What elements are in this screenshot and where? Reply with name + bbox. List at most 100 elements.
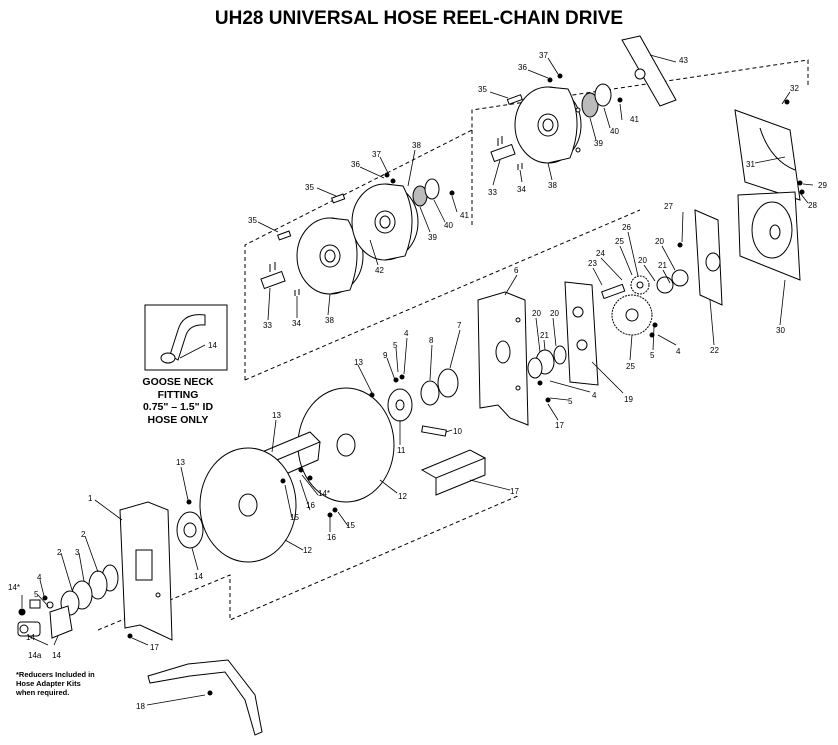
callout: 14*	[318, 489, 330, 498]
callout: 7	[457, 321, 462, 330]
callout: 10	[453, 427, 462, 436]
callout: 2	[57, 548, 62, 557]
callout: 13	[272, 411, 281, 420]
upper-right-drum-group	[490, 83, 612, 170]
callout: 43	[679, 56, 688, 65]
callout: 11	[397, 446, 406, 455]
callout: 4	[592, 391, 597, 400]
callout: 17	[555, 421, 564, 430]
part-hub-flange	[176, 511, 204, 549]
callout: 14a	[28, 651, 42, 660]
callout: 5	[34, 590, 39, 599]
part-motor-plate	[564, 281, 599, 386]
callout-labels: 43 37 36 35 41 40 39 33 34 38 32 31 29 2…	[8, 51, 827, 711]
callout: 22	[710, 346, 719, 355]
callout: 35	[478, 85, 487, 94]
callout: 14	[194, 572, 203, 581]
callout: 36	[351, 160, 360, 169]
part-crank-arm	[147, 659, 263, 736]
callout: 26	[622, 223, 631, 232]
gooseneck-line: GOOSE NECK	[142, 376, 214, 388]
gooseneck-caption: GOOSE NECK FITTING 0.75" – 1.5" ID HOSE …	[118, 376, 238, 426]
callout: 14	[26, 633, 35, 642]
callout: 12	[303, 546, 312, 555]
part-frame-left	[119, 501, 173, 641]
footnote-line: Hose Adapter Kits	[16, 679, 81, 688]
callout: 18	[136, 702, 145, 711]
callout: 42	[375, 266, 384, 275]
part-bearing-stack	[387, 345, 567, 437]
callout: 32	[790, 84, 799, 93]
callout: 39	[594, 139, 603, 148]
callout: 19	[624, 395, 633, 404]
callout: 33	[488, 188, 497, 197]
callout: 16	[327, 533, 336, 542]
callout: 34	[292, 319, 301, 328]
gooseneck-line: 0.75" – 1.5" ID	[142, 401, 214, 413]
callout: 4	[676, 347, 681, 356]
part-reel-disc-right	[297, 387, 395, 503]
part-frame-right	[477, 291, 529, 426]
gooseneck-line: HOSE ONLY	[147, 413, 209, 426]
callout: 21	[540, 331, 549, 340]
footnote-line: *Reducers Included in	[16, 670, 95, 679]
callout: 40	[444, 221, 453, 230]
callout: 38	[548, 181, 557, 190]
gooseneck-line: FITTING	[157, 388, 199, 401]
leader-lines	[21, 54, 814, 706]
callout: 14	[52, 651, 61, 660]
footnote-line: when required.	[16, 688, 70, 697]
callout: 2	[81, 530, 86, 539]
callout: 35	[248, 216, 257, 225]
callout: 17	[150, 643, 159, 652]
callout: 24	[596, 249, 605, 258]
callout: 40	[610, 127, 619, 136]
part-rails	[420, 449, 487, 496]
callout: 5	[393, 341, 398, 350]
part-sprockets	[600, 269, 689, 336]
callout: 20	[655, 237, 664, 246]
callout: 34	[517, 185, 526, 194]
callout: 39	[428, 233, 437, 242]
callout: 25	[626, 362, 635, 371]
callout: 1	[88, 494, 93, 503]
callout: 38	[325, 316, 334, 325]
callout: 14*	[8, 583, 20, 592]
callout: 17	[510, 487, 519, 496]
callout: 23	[588, 259, 597, 268]
part-bearing-plate	[694, 209, 723, 306]
reducer-footnote: *Reducers Included in Hose Adapter Kits …	[16, 670, 126, 697]
callout: 37	[539, 51, 548, 60]
callout: 14	[208, 341, 217, 350]
callout: 12	[398, 492, 407, 501]
callout: 15	[346, 521, 355, 530]
callout: 20	[638, 256, 647, 265]
part-crank-handle	[621, 35, 677, 107]
small-fasteners	[18, 73, 805, 696]
gooseneck-inset	[144, 304, 228, 371]
callout: 13	[176, 458, 185, 467]
part-chain-guard-cover	[734, 109, 801, 281]
diagram-title: UH28 UNIVERSAL HOSE REEL-CHAIN DRIVE	[214, 8, 624, 29]
callout: 8	[429, 336, 434, 345]
callout: 15	[290, 513, 299, 522]
callout: 5	[568, 397, 573, 406]
callout: 20	[550, 309, 559, 318]
callout: 25	[615, 237, 624, 246]
callout: 20	[532, 309, 541, 318]
callout: 36	[518, 63, 527, 72]
callout: 13	[354, 358, 363, 367]
callout: 9	[383, 351, 388, 360]
upper-left-drum-group	[260, 178, 440, 296]
callout: 5	[650, 351, 655, 360]
callout: 28	[808, 201, 817, 210]
part-reel-disc-left	[199, 447, 297, 563]
callout: 31	[746, 160, 755, 169]
callout: 6	[514, 266, 519, 275]
callout: 21	[658, 261, 667, 270]
callout: 30	[776, 326, 785, 335]
callout: 37	[372, 150, 381, 159]
callout: 4	[37, 573, 42, 582]
